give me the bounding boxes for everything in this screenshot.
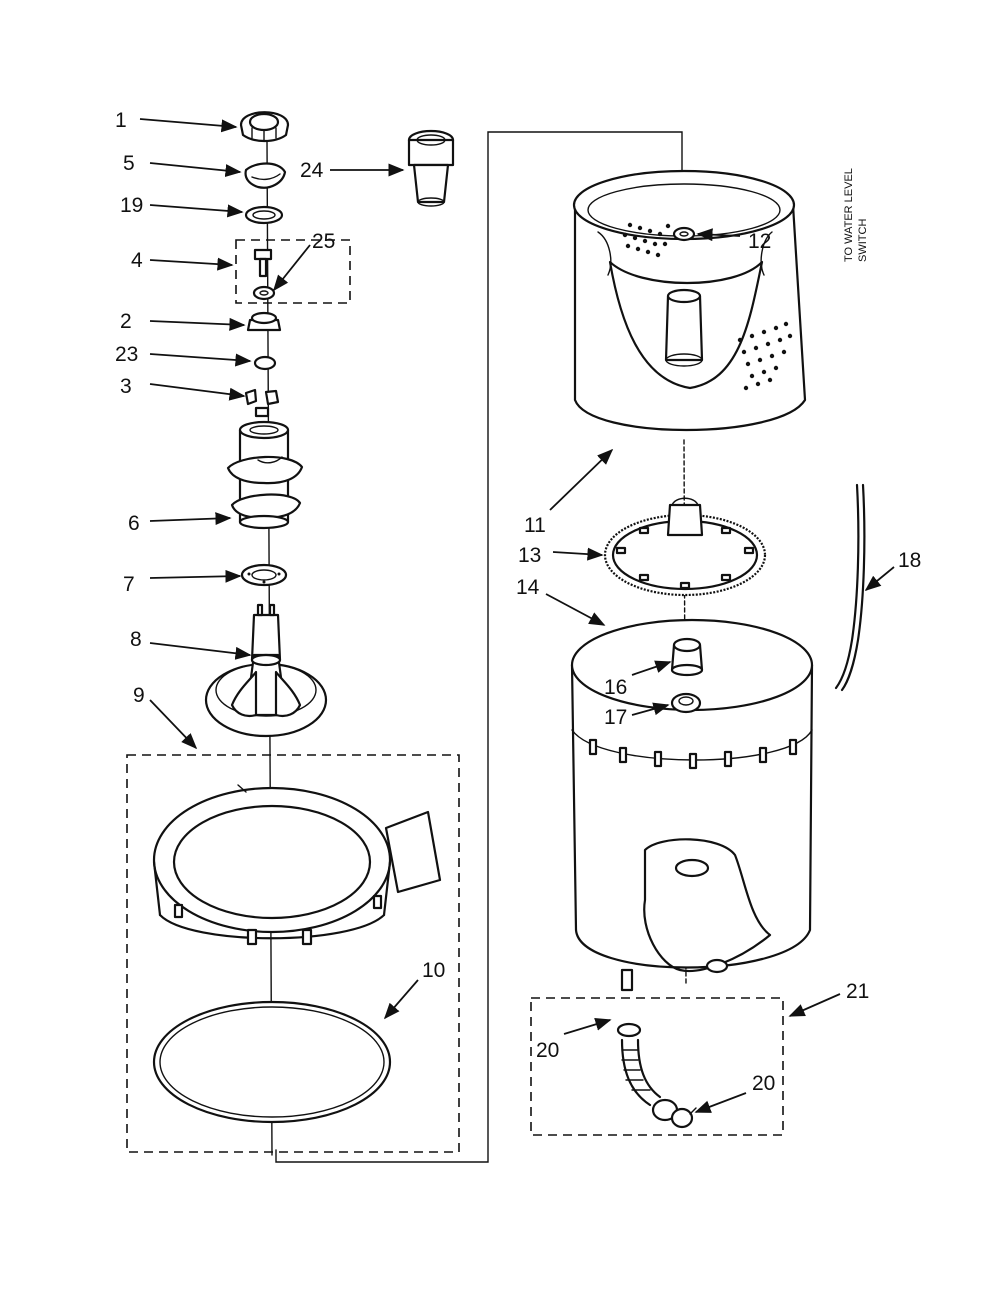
part-6-auger [226, 420, 304, 530]
part-3-dogs-clips [244, 388, 280, 418]
part-1-agitator-cap [239, 111, 290, 143]
part-18-pressure-hose [834, 483, 866, 692]
callout-11: 11 [524, 514, 546, 537]
part-21-drain-hose [616, 1022, 679, 1122]
callout-7: 7 [123, 573, 135, 596]
callout-3: 3 [120, 375, 132, 398]
callout-17: 17 [604, 706, 627, 729]
callout-16: 16 [604, 676, 627, 699]
part-21-kit-box [530, 997, 784, 1136]
part-12-hub-nut [672, 226, 696, 242]
callout-6: 6 [128, 512, 140, 535]
callout-4: 4 [131, 249, 143, 272]
callout-25: 25 [312, 230, 335, 253]
part-19-o-ring [244, 205, 284, 225]
side-note-line-2: SWITCH [857, 219, 869, 262]
part-11-spin-basket [572, 169, 807, 431]
part-5-cover [244, 162, 287, 189]
callout-14: 14 [516, 576, 540, 599]
callout-1: 1 [115, 109, 127, 132]
part-17-tub-seal-hub [670, 692, 702, 714]
callout-10: 10 [422, 959, 445, 982]
part-20-hose-clamp [670, 1107, 697, 1129]
part-23-seal-ring [253, 355, 277, 371]
callout-18: 18 [898, 549, 921, 572]
part-4-bolt [253, 248, 273, 278]
callout-20-upper: 20 [536, 1039, 559, 1062]
assembly-connector-line [275, 131, 683, 1163]
part-8-agitator-base [204, 603, 328, 738]
callout-13: 13 [518, 544, 541, 567]
part-9-tub-ring [152, 784, 442, 946]
callout-19: 19 [120, 194, 143, 217]
part-16-hub [670, 637, 704, 677]
callout-23: 23 [115, 343, 138, 366]
callout-8: 8 [130, 628, 142, 651]
part-9-kit-box [126, 754, 460, 1153]
callout-12: 12 [748, 230, 771, 253]
part-13-drive-hub-gear [603, 497, 767, 597]
side-note-line-1: TO WATER LEVEL [843, 168, 855, 262]
part-24-dispenser-cup [407, 129, 455, 207]
basket-perforations-left [622, 222, 671, 258]
callout-9: 9 [133, 684, 145, 707]
part-25-washer [252, 285, 276, 301]
callout-2: 2 [120, 310, 132, 333]
callout-5: 5 [123, 152, 135, 175]
part-2-nut [246, 311, 282, 332]
water-level-switch-note: TO WATER LEVEL SWITCH [843, 168, 869, 262]
basket-perforations-right [737, 321, 793, 391]
part-4-kit-box [235, 239, 351, 304]
callout-24: 24 [300, 159, 324, 182]
callout-20-lower: 20 [752, 1072, 775, 1095]
part-7-bearing-ring [240, 563, 288, 587]
part-10-tub-seal [152, 1000, 392, 1124]
callout-21: 21 [846, 980, 869, 1003]
